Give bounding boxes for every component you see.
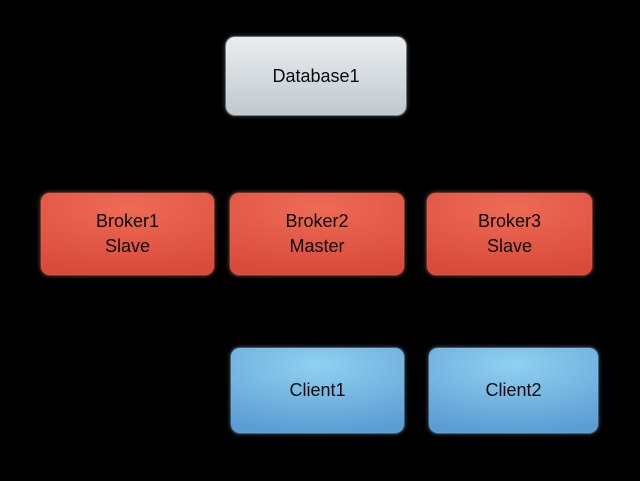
node-broker1: Broker1 Slave bbox=[40, 192, 215, 276]
node-broker2-role: Master bbox=[289, 236, 345, 256]
node-client1-label: Client1 bbox=[289, 380, 346, 400]
node-database1-label: Database1 bbox=[272, 65, 360, 86]
node-broker2-label: Broker2 bbox=[285, 211, 349, 231]
node-broker1-role: Slave bbox=[104, 236, 151, 256]
node-broker3-label: Broker3 bbox=[477, 211, 542, 231]
node-broker3: Broker3 Slave bbox=[426, 192, 593, 276]
node-client2: Client2 bbox=[428, 347, 599, 434]
node-broker3-role: Slave bbox=[486, 236, 533, 256]
node-broker1-label: Broker1 bbox=[95, 211, 160, 231]
node-broker2: Broker2 Master bbox=[229, 192, 405, 276]
node-client2-label: Client2 bbox=[485, 380, 542, 400]
node-database1: Database1 bbox=[225, 36, 407, 116]
node-client1: Client1 bbox=[230, 347, 405, 434]
